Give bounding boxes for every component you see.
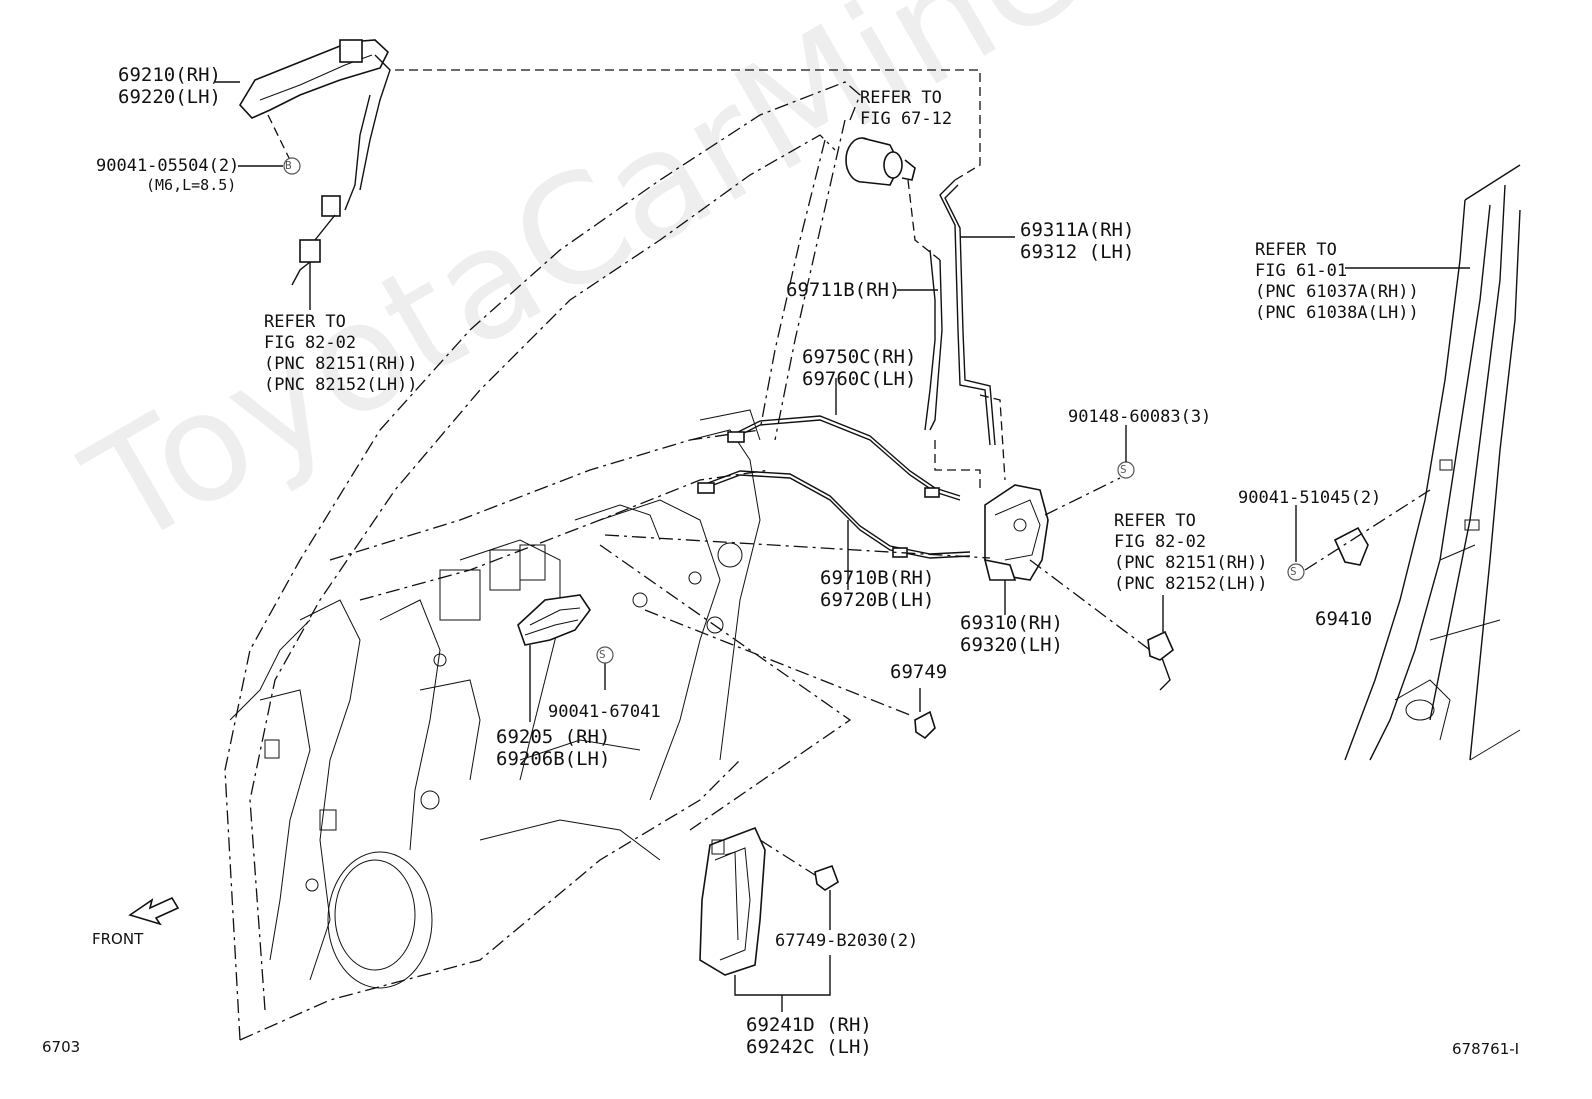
control-cables [697, 415, 971, 559]
bolt-marker-s-check [1287, 563, 1305, 581]
label-90041-05504: 90041-05504(2) [96, 156, 240, 176]
label-69311: 69311A(RH) 69312 (LH) [1020, 219, 1135, 263]
lock-connector [1147, 630, 1174, 691]
label-refer-fig-82-02-right: REFER TO FIG 82-02 (PNC 82151(RH)) (PNC … [1114, 511, 1268, 594]
label-67749-b2030: 67749-B2030(2) [775, 931, 919, 951]
bolt-marker-b [283, 157, 301, 175]
label-69310: 69310(RH) 69320(LH) [960, 612, 1063, 656]
inside-handle [517, 594, 591, 646]
label-refer-fig-67-12: REFER TO FIG 67-12 [860, 88, 953, 129]
label-90148-60083: 90148-60083(3) [1068, 407, 1212, 427]
key-cylinder [845, 137, 916, 186]
door-check [1333, 526, 1369, 566]
door-panel-outline [224, 81, 861, 1041]
figure-number: 6703 [42, 1038, 81, 1056]
label-69205: 69205 (RH) 69206B(LH) [496, 726, 611, 770]
screw-marker-s-handle [596, 646, 614, 664]
clip-67749 [814, 864, 839, 891]
label-69410: 69410 [1315, 608, 1373, 630]
front-arrow-icon [128, 896, 180, 926]
drawing-id: 678761-I [1452, 1040, 1520, 1058]
clip-69749 [914, 710, 936, 740]
marker-s-text-handle: S [599, 648, 606, 661]
outside-handle-assembly [239, 39, 391, 286]
label-refer-fig-82-02-left: REFER TO FIG 82-02 (PNC 82151(RH)) (PNC … [264, 312, 418, 395]
marker-b-text: B [285, 159, 292, 172]
label-69210: 69210(RH) 69220(LH) [118, 64, 221, 108]
label-69749: 69749 [890, 661, 948, 683]
marker-s-text-lock: S [1120, 463, 1127, 476]
label-69711: 69711B(RH) [786, 279, 901, 301]
label-69710: 69710B(RH) 69720B(LH) [820, 567, 935, 611]
label-90041-05504-note: (M6,L=8.5) [146, 176, 237, 194]
lock-rods [924, 179, 996, 446]
label-90041-51045: 90041-51045(2) [1238, 488, 1382, 508]
door-inner-structure [229, 409, 761, 989]
label-69241: 69241D (RH) 69242C (LH) [746, 1014, 872, 1058]
service-hole-seal [699, 826, 766, 976]
door-lock-assembly [983, 484, 1049, 581]
marker-s-text-check: S [1290, 565, 1297, 578]
label-69750: 69750C(RH) 69760C(LH) [802, 346, 917, 390]
label-90041-67041: 90041-67041 [548, 702, 661, 722]
body-pillar [1344, 164, 1521, 761]
label-refer-fig-61-01: REFER TO FIG 61-01 (PNC 61037A(RH)) (PNC… [1255, 240, 1419, 323]
label-front: FRONT [92, 930, 144, 948]
